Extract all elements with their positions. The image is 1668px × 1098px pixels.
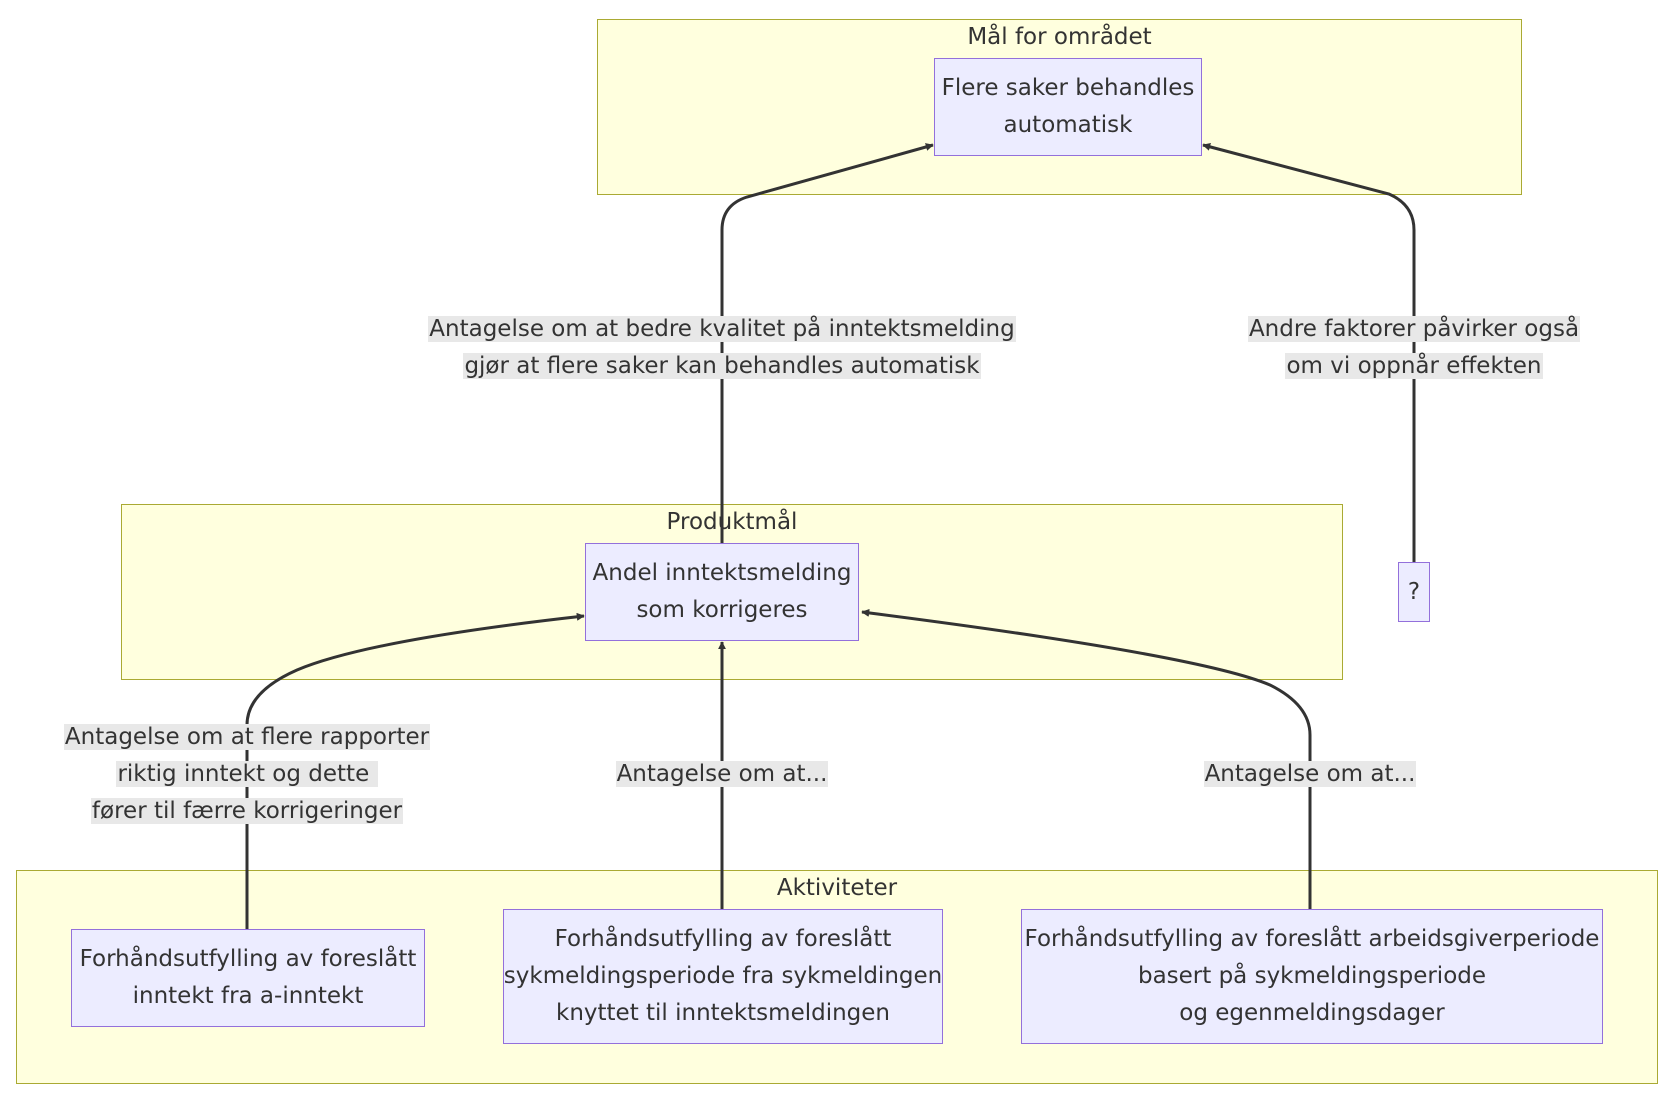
edge-label-unknown-to-goal: Andre faktorer påvirker også om vi oppnår… bbox=[1234, 311, 1594, 385]
edge-activity3-to-product bbox=[861, 608, 1312, 909]
edge-label-line: Antagelse om at... bbox=[1203, 761, 1417, 787]
edge-label-line: gjør at flere saker kan behandles automa… bbox=[463, 353, 981, 379]
edge-label-activity2-to-product: Antagelse om at... bbox=[582, 756, 862, 793]
node-product-text: Andel inntektsmelding som korrigeres bbox=[592, 560, 852, 623]
node-product-corrected-share: Andel inntektsmelding som korrigeres bbox=[585, 543, 859, 641]
edge-label-line: Antagelse om at bedre kvalitet på inntek… bbox=[428, 316, 1016, 342]
edge-label-product-to-goal: Antagelse om at bedre kvalitet på inntek… bbox=[422, 311, 1022, 385]
edge-label-activity3-to-product: Antagelse om at... bbox=[1170, 756, 1450, 793]
edge-label-line: om vi oppnår effekten bbox=[1285, 353, 1543, 379]
edge-unknown-to-goal bbox=[1202, 142, 1416, 562]
edge-activity1-to-product bbox=[245, 612, 585, 929]
node-activity-income-prefill: Forhåndsutfylling av foreslått inntekt f… bbox=[71, 929, 425, 1027]
edge-label-line: riktig inntekt og dette bbox=[116, 761, 378, 787]
edge-label-line: Antagelse om at flere rapporter bbox=[63, 724, 431, 750]
edge-label-activity1-to-product: Antagelse om at flere rapporter riktig in… bbox=[47, 719, 447, 830]
cluster-activities-title: Aktiviteter bbox=[776, 875, 898, 901]
node-goal-text: Flere saker behandles automatisk bbox=[941, 75, 1195, 138]
node-goal-automatic-processing: Flere saker behandles automatisk bbox=[934, 58, 1202, 156]
edge-label-line: fører til færre korrigeringer bbox=[90, 798, 404, 824]
cluster-goal-title: Mål for området bbox=[967, 24, 1152, 50]
node-unknown-text: ? bbox=[1407, 578, 1421, 605]
node-activity-sick-period-prefill: Forhåndsutfylling av foreslått sykmeldin… bbox=[503, 909, 943, 1044]
node-activity-2-text: Forhåndsutfylling av foreslått sykmeldin… bbox=[503, 926, 943, 1026]
node-activity-1-text: Forhåndsutfylling av foreslått inntekt f… bbox=[79, 946, 417, 1009]
node-activity-3-text: Forhåndsutfylling av foreslått arbeidsgi… bbox=[1024, 926, 1600, 1026]
edge-label-line: Andre faktorer påvirker også bbox=[1247, 316, 1581, 342]
edge-label-line: Antagelse om at... bbox=[615, 761, 829, 787]
cluster-product-title: Produktmål bbox=[666, 509, 798, 535]
node-activity-employer-period-prefill: Forhåndsutfylling av foreslått arbeidsgi… bbox=[1021, 909, 1603, 1044]
edge-product-to-goal bbox=[720, 143, 934, 543]
node-unknown-factor: ? bbox=[1398, 562, 1430, 622]
